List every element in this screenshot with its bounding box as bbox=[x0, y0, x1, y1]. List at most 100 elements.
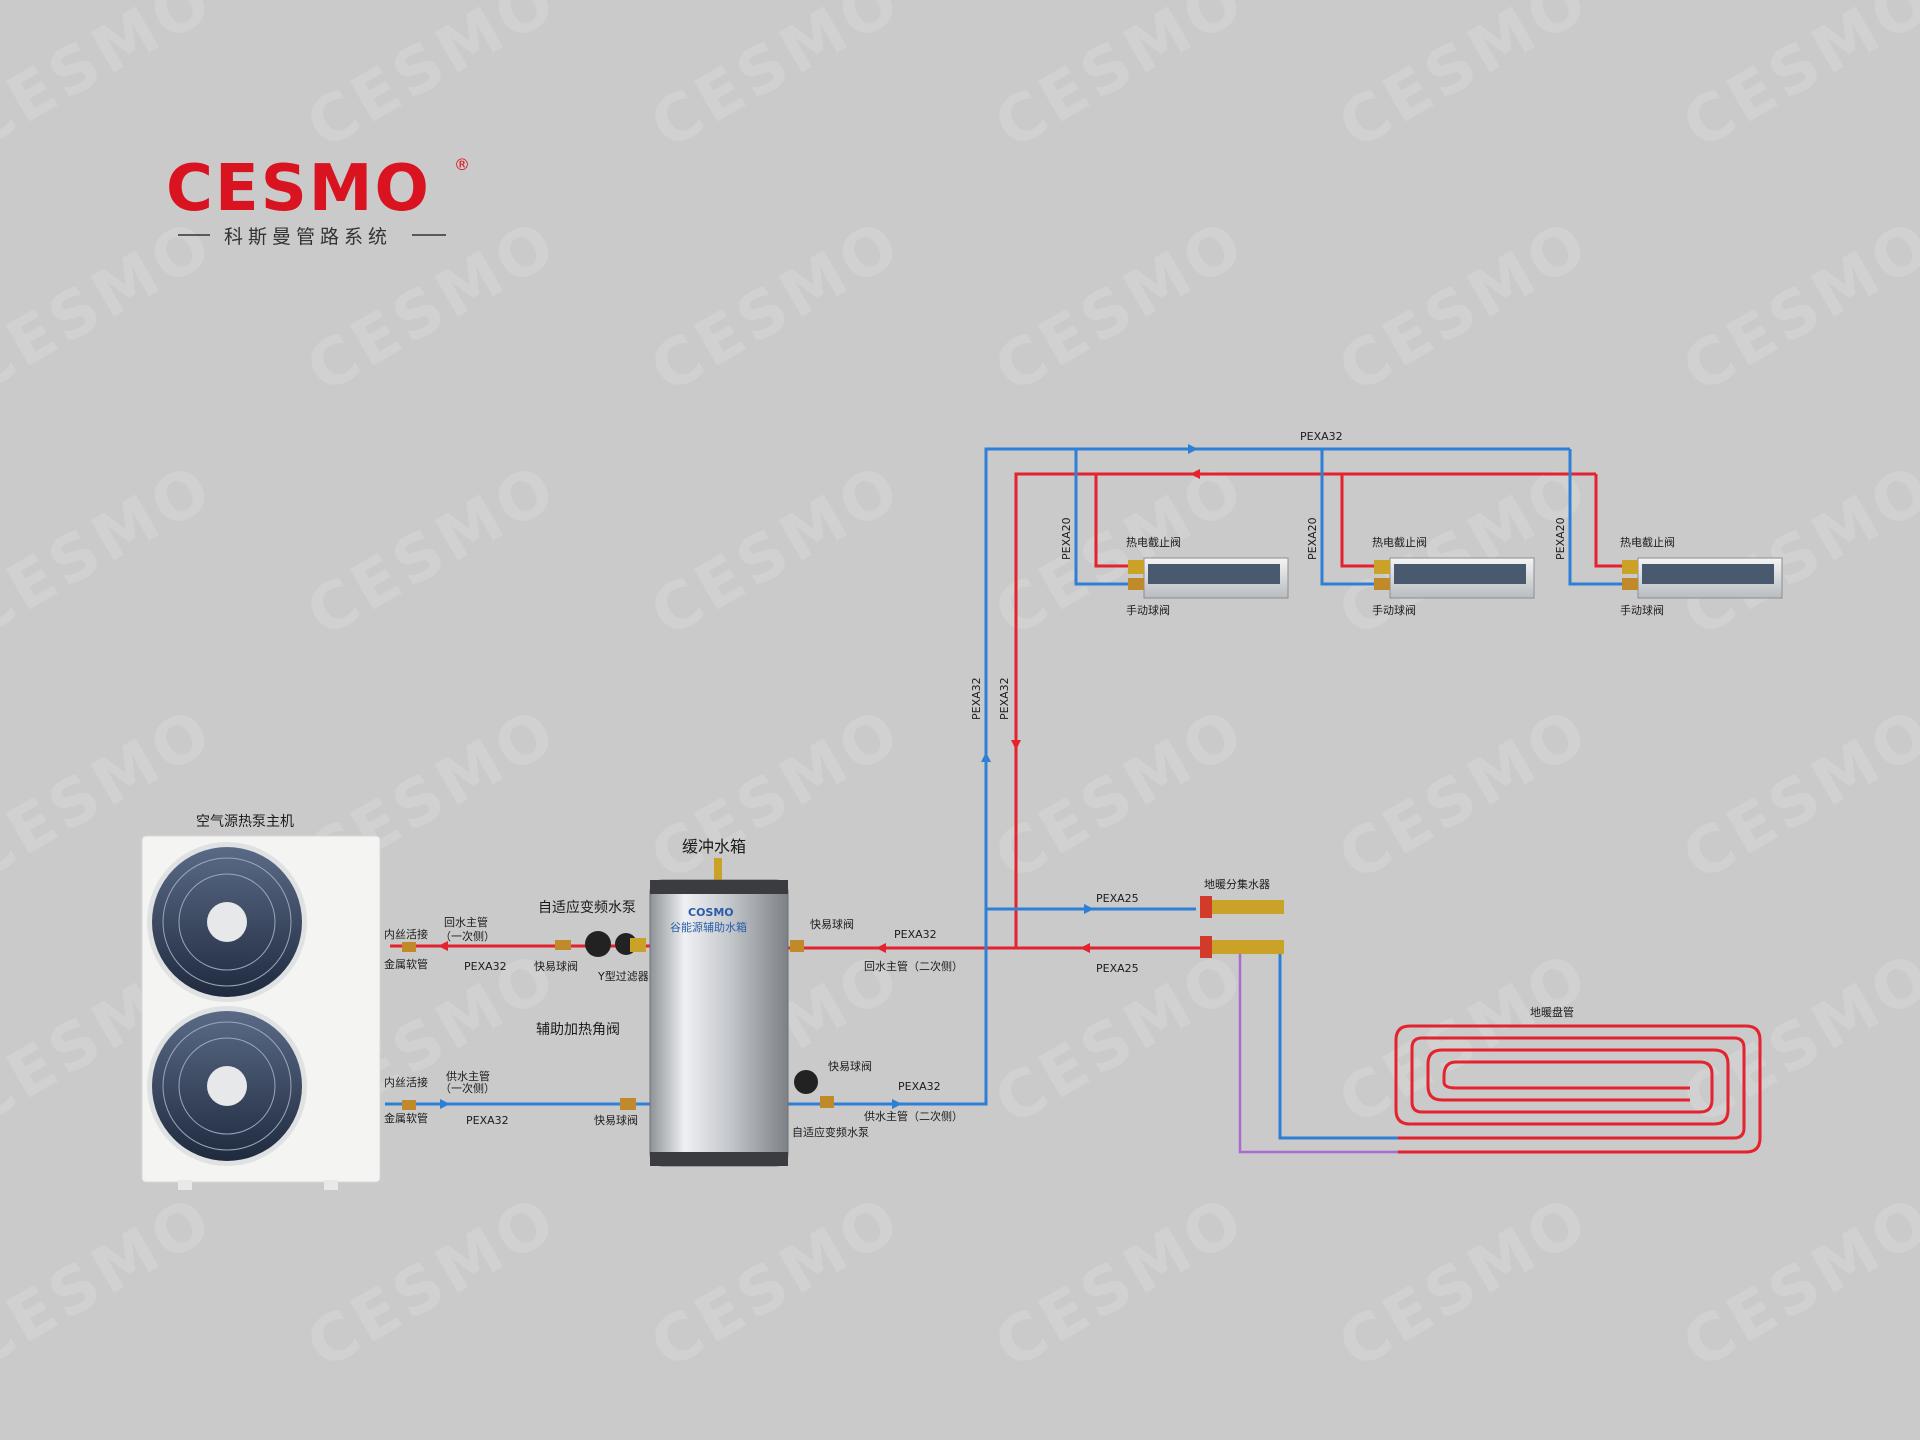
floor-manifold bbox=[1200, 896, 1284, 958]
fan-bottom-icon bbox=[147, 1006, 307, 1166]
manifold-valve-icon bbox=[1200, 936, 1212, 958]
watermark-text: CESMO bbox=[1671, 206, 1920, 408]
flow-arrow-icon bbox=[981, 752, 991, 762]
fan-coil-grille bbox=[1148, 564, 1280, 584]
fancoil-2-branch-spec: PEXA20 bbox=[1306, 517, 1319, 560]
fan-coil-3 bbox=[1622, 557, 1783, 599]
secondary-return-pipe bbox=[788, 472, 1596, 950]
secondary-supply-main-label: 供水主管（二次侧） bbox=[864, 1109, 963, 1123]
watermark-text: CESMO bbox=[1671, 1182, 1920, 1384]
heat-pump-foot bbox=[324, 1180, 338, 1190]
tank-top-band bbox=[650, 880, 788, 894]
aux-valve-label: 辅助加热角阀 bbox=[536, 1022, 620, 1038]
watermark-text: CESMO bbox=[1671, 0, 1920, 164]
tank-brand: COSMO bbox=[688, 906, 734, 919]
tank-product-line: 谷能源辅助水箱 bbox=[670, 920, 747, 934]
fancoil-1-valve-top: 热电截止阀 bbox=[1126, 535, 1181, 549]
fancoil-1-return-branch bbox=[1094, 474, 1130, 568]
secondary-return-spec-label: PEXA32 bbox=[894, 928, 937, 941]
riser-supply-spec-label: PEXA32 bbox=[970, 677, 983, 720]
primary-supply-spec-label: PEXA32 bbox=[466, 1114, 509, 1127]
watermark-text: CESMO bbox=[1327, 1182, 1602, 1384]
flow-arrow-icon bbox=[892, 1099, 902, 1109]
supply-ball-valve-icon bbox=[620, 1098, 636, 1110]
watermark-text: CESMO bbox=[295, 1182, 570, 1384]
flow-arrow-icon bbox=[438, 941, 448, 951]
manifold-supply-bar bbox=[1210, 900, 1284, 914]
fancoil-3-branch-spec: PEXA20 bbox=[1554, 517, 1567, 560]
top-main-spec-label: PEXA32 bbox=[1300, 430, 1343, 443]
fan-coil-2 bbox=[1374, 557, 1535, 599]
watermark-text: CESMO bbox=[639, 0, 914, 164]
thermal-valve-icon bbox=[1622, 560, 1638, 574]
tank-return-ball-valve-icon bbox=[790, 940, 804, 952]
watermark-text: CESMO bbox=[639, 450, 914, 652]
fan-coil-grille bbox=[1642, 564, 1774, 584]
watermark-text: CESMO bbox=[1671, 694, 1920, 896]
hp-return-hose-label: 金属软管 bbox=[384, 957, 428, 971]
secondary-supply-valve-label: 快易球阀 bbox=[828, 1059, 872, 1073]
watermark-text: CESMO bbox=[639, 1182, 914, 1384]
heat-pump-unit: 空气源热泵主机 bbox=[141, 814, 381, 1190]
fancoil-3-supply-branch bbox=[1568, 449, 1624, 586]
return-valve-label: 快易球阀 bbox=[534, 959, 578, 973]
registered-mark: ® bbox=[454, 155, 470, 174]
fan-top-icon bbox=[147, 842, 307, 1002]
thermal-valve-icon bbox=[1374, 560, 1390, 574]
watermark-text: CESMO bbox=[983, 206, 1258, 408]
primary-supply-main-label: 供水主管 bbox=[446, 1069, 490, 1083]
y-filter-label: Y型过滤器 bbox=[597, 969, 649, 983]
fan-coil-1 bbox=[1128, 557, 1289, 599]
hp-supply-union-icon bbox=[402, 1100, 416, 1110]
floor-heating-coil-inner bbox=[1398, 1036, 1746, 1140]
fancoil-3-return-branch bbox=[1594, 474, 1624, 568]
hp-return-connector-label: 内丝活接 bbox=[384, 927, 428, 941]
flow-arrow-icon bbox=[876, 943, 886, 953]
fancoil-1-supply-branch bbox=[1074, 449, 1130, 586]
tank-supply-pump-icon bbox=[794, 1070, 834, 1108]
watermark-text: CESMO bbox=[0, 206, 226, 408]
manual-ball-valve-icon bbox=[1128, 578, 1144, 590]
fancoil-3-valve-top: 热电截止阀 bbox=[1620, 535, 1675, 549]
flow-arrow-icon bbox=[1084, 904, 1094, 914]
watermark-text: CESMO bbox=[0, 0, 226, 164]
floor-coil-supply bbox=[1278, 952, 1398, 1140]
watermark-text: CESMO bbox=[295, 450, 570, 652]
watermark-text: CESMO bbox=[983, 450, 1258, 652]
watermark-text: CESMO bbox=[1671, 450, 1920, 652]
watermark-text: CESMO bbox=[1327, 694, 1602, 896]
hp-return-union-icon bbox=[402, 942, 416, 952]
heat-pump-foot bbox=[178, 1180, 192, 1190]
manifold-return-bar bbox=[1210, 940, 1284, 954]
riser-return-spec-label: PEXA32 bbox=[998, 677, 1011, 720]
secondary-supply-pump-label: 自适应变频水泵 bbox=[792, 1125, 869, 1139]
floor-coil-label: 地暖盘管 bbox=[1530, 1005, 1574, 1019]
labels: 内丝活接 金属软管 内丝活接 金属软管 回水主管 （一次侧） PEXA32 自适… bbox=[384, 430, 1675, 1139]
supply-valve-label: 快易球阀 bbox=[594, 1113, 638, 1127]
fancoil-1-branch-spec: PEXA20 bbox=[1060, 517, 1073, 560]
return-pump-label: 自适应变频水泵 bbox=[538, 899, 636, 916]
brand-name: CESMO bbox=[166, 152, 431, 226]
fancoil-2-valve-top: 热电截止阀 bbox=[1372, 535, 1427, 549]
primary-supply-side-label: （一次侧） bbox=[440, 1081, 495, 1095]
manual-ball-valve-icon bbox=[1622, 578, 1638, 590]
hp-supply-connector-label: 内丝活接 bbox=[384, 1075, 428, 1089]
flow-arrow-icon bbox=[1188, 444, 1198, 454]
primary-return-spec-label: PEXA32 bbox=[464, 960, 507, 973]
watermark-text: CESMO bbox=[639, 206, 914, 408]
manifold-valve-icon bbox=[1200, 896, 1212, 918]
pipe-network bbox=[385, 444, 1762, 1154]
brand-logo: CESMO ® 科斯曼管路系统 bbox=[166, 152, 470, 248]
watermark-text: CESMO bbox=[983, 0, 1258, 164]
secondary-return-main-label: 回水主管（二次侧） bbox=[864, 959, 963, 973]
floor-heating-coil-outer bbox=[1394, 1024, 1762, 1154]
flow-arrow-icon bbox=[1190, 469, 1200, 479]
fancoil-2-valve-bottom: 手动球阀 bbox=[1372, 603, 1416, 617]
tank-bottom-band bbox=[650, 1152, 788, 1166]
brand-subtitle: 科斯曼管路系统 bbox=[224, 226, 392, 248]
primary-return-main-label: 回水主管 bbox=[444, 915, 488, 929]
components bbox=[402, 931, 834, 1110]
hp-supply-hose-label: 金属软管 bbox=[384, 1111, 428, 1125]
tank-top-vent bbox=[714, 858, 722, 880]
